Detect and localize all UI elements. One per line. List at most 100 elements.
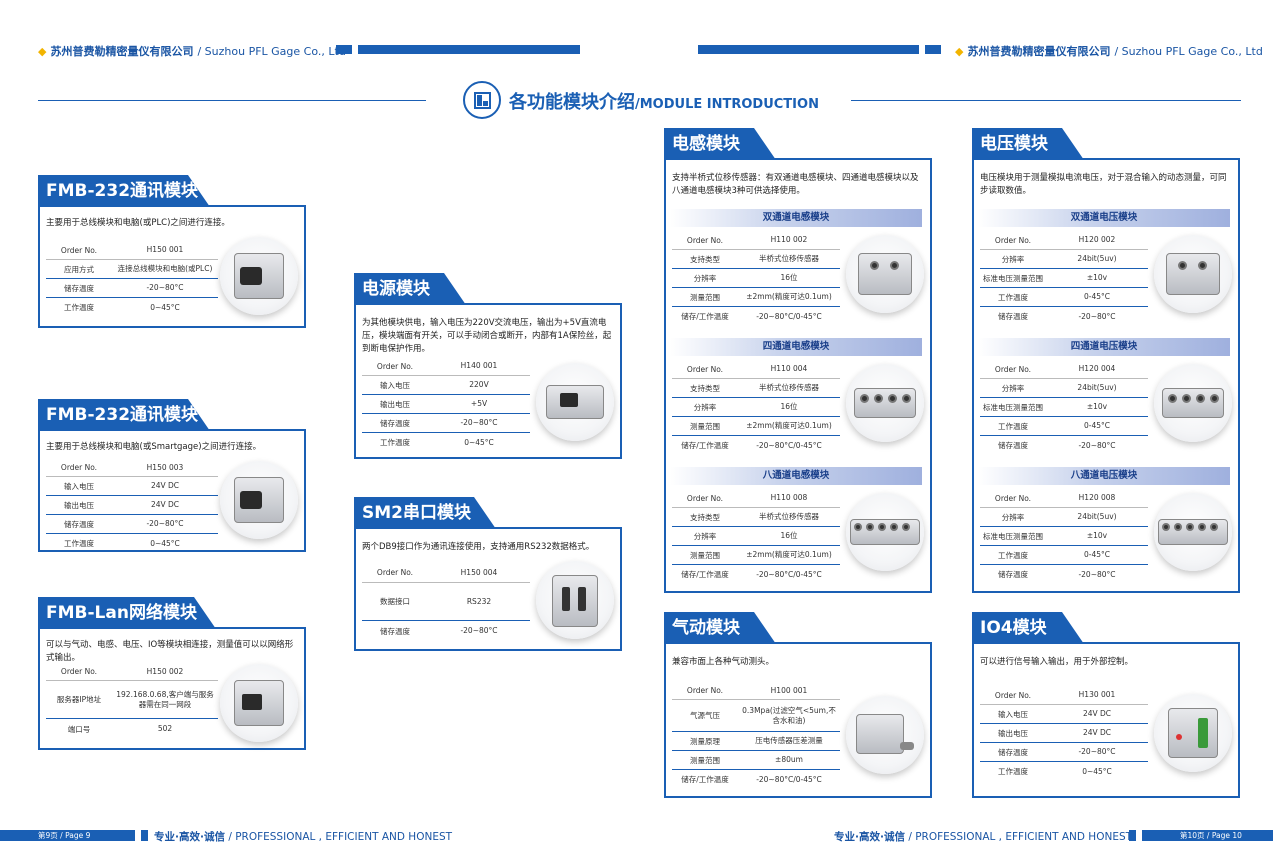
table-row: Order No.H110 004 xyxy=(672,360,840,379)
spec-value: 16位 xyxy=(780,402,798,411)
spec-value: 0~45°C xyxy=(464,437,494,447)
table-row: 工作温度 0~45°C xyxy=(362,433,530,452)
spec-key: 测量原理 xyxy=(690,736,720,746)
spec-key: 储存温度 xyxy=(998,441,1028,450)
module-desc: 两个DB9接口作为通讯连接使用，支持通用RS232数据格式。 xyxy=(362,542,595,552)
module-box: 为其他模块供电，输入电压为220V交流电压，输出为+5V直流电压，模块端面有开关… xyxy=(354,303,622,459)
spec-key: 气源气压 xyxy=(690,711,720,720)
spec-key: 工作温度 xyxy=(998,421,1028,431)
spec-value: 16位 xyxy=(780,273,798,282)
module-box: 可以与气动、电感、电压、IO等模块相连接，测量值可以以网络形式输出。 Order… xyxy=(38,627,306,750)
spec-key: 支持类型 xyxy=(690,512,720,522)
title-rule-left xyxy=(38,100,426,101)
spec-table: Order No.H150 001 应用方式连接总线模块和电脑(或PLC) 储存… xyxy=(46,241,218,317)
table-row: Order No.H150 001 xyxy=(46,241,218,260)
table-row: 储存温度-20~80°C xyxy=(980,307,1148,326)
footer-page-left: 第9页 / Page 9 xyxy=(0,830,135,841)
spec-value: -20~80°C xyxy=(1078,311,1116,321)
slogan-cn: 专业·高效·诚信 xyxy=(834,831,905,843)
module-photo xyxy=(220,237,298,315)
spec-value: 24V DC xyxy=(150,500,180,509)
module-fmb232-smartgage: FMB-232通讯模块 主要用于总线模块和电脑(或Smartgage)之间进行连… xyxy=(38,399,306,552)
module-title: 电感模块 xyxy=(664,128,776,160)
spec-key: 工作温度 xyxy=(380,438,410,447)
spec-value: -20~80°C xyxy=(1078,569,1116,579)
spec-value: -20~80°C/0-45°C xyxy=(756,569,822,579)
spec-key: Order No. xyxy=(376,361,414,371)
module-sm2: SM2串口模块 两个DB9接口作为通讯连接使用，支持通用RS232数据格式。 O… xyxy=(354,497,622,651)
spec-key: 储存温度 xyxy=(64,519,94,529)
spec-key: 储存/工作温度 xyxy=(681,570,729,579)
spec-value: 24bit(5uv) xyxy=(1077,512,1117,521)
module-box: 可以进行信号输入输出，用于外部控制。 Order No.H130 001 输入电… xyxy=(972,642,1240,798)
spec-value: ±10v xyxy=(1086,531,1108,540)
page-title: 各功能模块介绍/MODULE INTRODUCTION xyxy=(509,88,819,114)
spec-key: 输出电压 xyxy=(998,728,1028,738)
spec-key: 储存/工作温度 xyxy=(681,312,729,321)
spec-value: 半桥式位移传感器 xyxy=(759,254,819,263)
spec-key: 储存温度 xyxy=(64,283,94,293)
spec-value: 24bit(5uv) xyxy=(1077,383,1117,392)
spec-value: ±10v xyxy=(1086,273,1108,282)
spec-key: Order No. xyxy=(686,686,724,695)
spec-value: -20~80°C xyxy=(460,418,498,427)
spec-key: 测量范围 xyxy=(690,550,720,560)
spec-value: 16位 xyxy=(780,531,798,540)
footer-mark xyxy=(1129,830,1136,841)
spec-key: 标准电压测量范围 xyxy=(983,273,1043,283)
table-row: Order No.H120 004 xyxy=(980,360,1148,379)
module-photo xyxy=(1154,694,1232,772)
spec-key: 储存温度 xyxy=(380,626,410,636)
title-rule-right xyxy=(851,100,1241,101)
table-row: Order No.H130 001 xyxy=(980,686,1148,705)
module-title: FMB-Lan网络模块 xyxy=(38,597,216,629)
spec-key: 工作温度 xyxy=(998,767,1028,776)
table-row: Order No.H150 003 xyxy=(46,459,218,477)
table-row: Order No.H120 008 xyxy=(980,489,1148,508)
table-row: Order No.H150 004 xyxy=(362,563,530,583)
spec-key: 工作温度 xyxy=(64,303,94,312)
spec-value: 24V DC xyxy=(150,481,180,490)
module-photo xyxy=(1154,364,1232,442)
spec-value: ±2mm(精度可达0.1um) xyxy=(746,550,832,559)
module-photo xyxy=(846,364,924,442)
module-box: 主要用于总线模块和电脑(或Smartgage)之间进行连接。 Order No.… xyxy=(38,429,306,552)
footer-mark xyxy=(141,830,148,841)
section-title: 八通道电感模块 xyxy=(670,467,922,485)
spec-key: Order No. xyxy=(686,364,724,374)
spec-value: -20~80°C/0-45°C xyxy=(756,774,822,784)
section-title: 八通道电压模块 xyxy=(978,467,1230,485)
footer-slogan-left: 专业·高效·诚信 / PROFESSIONAL , EFFICIENT AND … xyxy=(154,829,452,844)
spec-value: H120 002 xyxy=(1078,235,1116,244)
module-box: 两个DB9接口作为通讯连接使用，支持通用RS232数据格式。 Order No.… xyxy=(354,527,622,651)
spec-value: 192.168.0.68,客户端与服务器需在同一网段 xyxy=(116,689,214,709)
table-row: 测量范围±2mm(精度可达0.1um) xyxy=(672,417,840,436)
spec-value: ±2mm(精度可达0.1um) xyxy=(746,421,832,430)
table-row: Order No. H140 001 xyxy=(362,357,530,376)
spec-value: 半桥式位移传感器 xyxy=(759,383,819,392)
table-row: 储存温度-20~80°C xyxy=(46,279,218,298)
spec-value: H130 001 xyxy=(1078,690,1116,699)
spec-key: 数据接口 xyxy=(380,597,410,606)
spec-value: -20~80°C xyxy=(1078,440,1116,450)
spec-value: +5V xyxy=(470,399,488,408)
spec-value: H140 001 xyxy=(460,361,498,370)
spec-key: 输出电压 xyxy=(380,399,410,409)
header-bar xyxy=(698,45,919,54)
table-row: 储存/工作温度 -20~80°C/0-45°C xyxy=(672,565,840,584)
